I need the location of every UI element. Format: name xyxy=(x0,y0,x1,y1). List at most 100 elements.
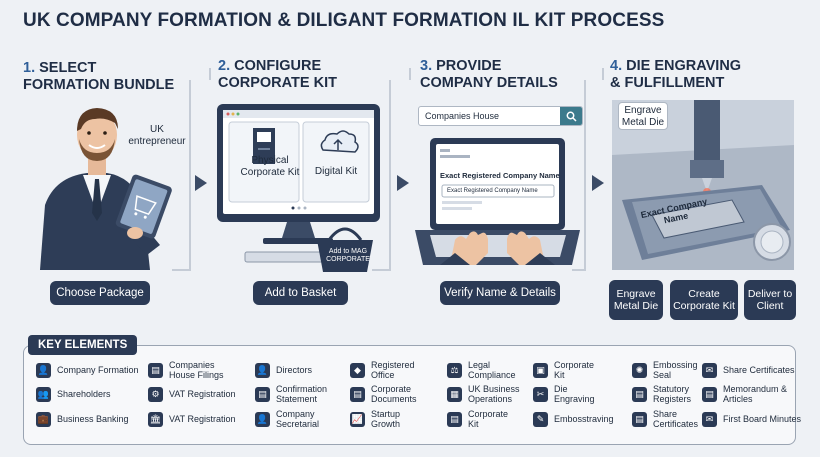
step-3-title-line1: PROVIDE xyxy=(436,58,502,74)
key-item-icon: ▣ xyxy=(533,362,548,378)
page-title: UK COMPANY FORMATION & DILIGANT FORMATIO… xyxy=(23,10,665,31)
choose-package-button[interactable]: Choose Package xyxy=(50,281,150,305)
key-item-label-line1: Statutory xyxy=(653,384,690,394)
key-item-icon: 👤 xyxy=(255,411,270,427)
key-item-label: Embosstraving xyxy=(554,414,614,424)
key-item-label: Memorandum &Articles xyxy=(723,384,787,404)
step-2-title-line2: CORPORATE KIT xyxy=(218,75,337,91)
physical-kit-label-line2: Corporate Kit xyxy=(240,167,300,178)
create-button-line2: Corporate Kit xyxy=(673,300,735,312)
step-3-number: 3. xyxy=(420,58,433,74)
arrow-right-icon xyxy=(195,175,207,191)
monitor-illustration xyxy=(217,104,380,272)
companies-house-search[interactable]: Companies House xyxy=(418,106,583,126)
engrave-button-line1: Engrave xyxy=(616,288,656,300)
key-item-icon: ▤ xyxy=(447,411,462,427)
step-4-number: 4. xyxy=(610,58,623,74)
engrave-callout: Engrave Metal Die xyxy=(618,102,668,130)
step-1-number: 1. xyxy=(23,60,36,76)
deliver-button-line2: Client xyxy=(756,300,784,312)
key-item-label-line1: Corporate xyxy=(371,384,412,394)
entrepreneur-illustration xyxy=(40,108,172,270)
key-item-label-line1: Companies xyxy=(169,360,215,370)
key-item-label-line1: Embosstraving xyxy=(554,414,614,424)
arrow-right-icon xyxy=(592,175,604,191)
key-item-icon: ▤ xyxy=(702,386,717,402)
step-2-title: 2. CONFIGURE CORPORATE KIT xyxy=(218,58,337,92)
key-item: 👥 Shareholders xyxy=(36,381,111,407)
key-item-label-line1: Shareholders xyxy=(57,389,111,399)
key-item: ✉Share Certificates xyxy=(702,357,795,383)
step-4-title-line2: & FULFILLMENT xyxy=(610,75,725,91)
basket-label: Add to MAG CORPORATE xyxy=(318,248,378,264)
company-name-input[interactable]: Exact Registered Company Name xyxy=(447,188,538,194)
key-item-label-line1: Startup xyxy=(371,409,401,419)
search-icon[interactable] xyxy=(560,107,582,125)
basket-label-line2: CORPORATE xyxy=(326,256,370,263)
key-item-icon: 👥 xyxy=(36,386,51,402)
key-item-label: VAT Registration xyxy=(169,389,236,399)
key-item-icon: ✂ xyxy=(533,386,548,402)
key-item-label-line1: Directors xyxy=(276,365,313,375)
key-item-icon: ◆ xyxy=(350,362,365,378)
step-4-title-line1: DIE ENGRAVING xyxy=(626,58,742,74)
key-item-icon: ▤ xyxy=(350,386,365,402)
key-item-label: Business Banking xyxy=(57,414,129,424)
step-connector-lines xyxy=(172,68,604,271)
key-item-label: Share Certificates xyxy=(723,365,795,375)
form-title: Exact Registered Company Name xyxy=(440,171,560,180)
key-item-label-line2: Compliance xyxy=(468,370,516,380)
digital-kit-card[interactable]: Digital Kit xyxy=(314,166,358,177)
step-1-title-line2: FORMATION BUNDLE xyxy=(23,77,175,93)
key-item-label-line1: Memorandum & xyxy=(723,384,788,394)
physical-kit-label-line1: Physical xyxy=(251,155,289,166)
key-item-label-line2: Documents xyxy=(371,394,417,404)
key-item: ⚙VAT Registration xyxy=(148,381,236,407)
key-item-label-line1: Company Formation xyxy=(57,365,139,375)
key-item-label-line2: Articles xyxy=(723,394,753,404)
key-item-label-line2: Secretarial xyxy=(276,419,320,429)
verify-name-button[interactable]: Verify Name & Details xyxy=(440,281,560,305)
key-item: 👤Directors xyxy=(255,357,312,383)
key-item-label-line2: Office xyxy=(371,370,395,380)
add-to-basket-button[interactable]: Add to Basket xyxy=(253,281,348,305)
key-item-icon: 👤 xyxy=(36,362,51,378)
key-item-icon: ✺ xyxy=(632,362,647,378)
key-item: 👤 Company Formation xyxy=(36,357,139,383)
engrave-callout-line2: Metal Die xyxy=(621,117,665,128)
step-2-number: 2. xyxy=(218,58,231,74)
key-item-label-line2: Statement xyxy=(276,394,318,404)
physical-kit-card[interactable]: Physical Corporate Kit xyxy=(235,155,305,179)
key-item-label-line1: Corporate xyxy=(554,360,595,370)
key-item-label-line2: Kit xyxy=(468,419,479,429)
step-3-title: 3. PROVIDE COMPANY DETAILS xyxy=(420,58,558,92)
key-elements-header: KEY ELEMENTS xyxy=(28,335,138,355)
basket-label-line1: Add to MAG xyxy=(328,248,368,255)
key-item-label-line1: Embossing xyxy=(653,360,698,370)
step-1-title-line1: SELECT xyxy=(39,60,97,76)
key-item-label: Shareholders xyxy=(57,389,111,399)
key-item-label-line1: VAT Registration xyxy=(169,414,236,424)
key-item-icon: 🏛 xyxy=(148,411,163,427)
key-item-label-line2: Operations xyxy=(468,394,513,404)
